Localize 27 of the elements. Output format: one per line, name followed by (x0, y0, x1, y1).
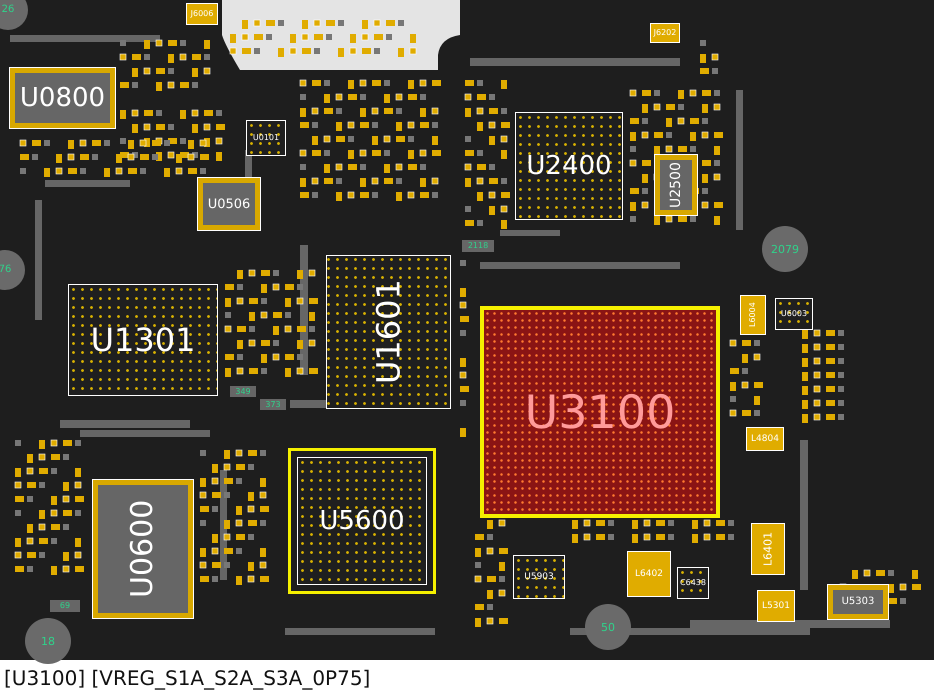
ic-chip: U6003 (775, 298, 813, 330)
test-pad: 373 (260, 399, 286, 410)
ic-chip: U0101 (246, 120, 286, 156)
inductor-pad: L6401 (751, 523, 785, 575)
test-pad: 349 (230, 386, 256, 397)
processor-chip: U3100 (480, 306, 720, 518)
ic-chip: U1301 (68, 284, 218, 396)
test-pad: 26 (0, 0, 28, 30)
ic-chip: U0506 (198, 178, 260, 230)
inductor-pad: L4804 (746, 427, 784, 451)
test-pad: 2118 (462, 240, 494, 252)
connector-pad: J6006 (186, 3, 218, 25)
ic-chip: U1601 (326, 255, 451, 409)
ic-chip: U0600 (93, 480, 193, 618)
ic-chip: U0800 (10, 68, 115, 128)
caption: [U3100] [VREG_S1A_S2A_S3A_0P75] (4, 666, 370, 690)
connector-pad: J6202 (650, 23, 680, 43)
ic-chip: U5303 (828, 585, 888, 619)
capacitor-pad: C6438 (677, 567, 709, 599)
ic-chip: U5903 (513, 555, 565, 599)
inductor-pad: L6004 (740, 295, 766, 335)
inductor-pad: L6402 (627, 551, 671, 597)
inductor-pad: L5301 (757, 590, 795, 622)
ic-chip: U5600 (297, 457, 427, 585)
ic-chip: U2500 (655, 155, 697, 215)
ic-chip: U2400 (515, 112, 623, 220)
test-pad: 69 (50, 600, 80, 612)
